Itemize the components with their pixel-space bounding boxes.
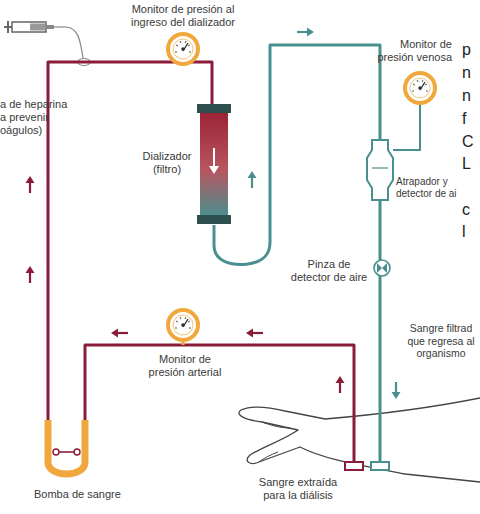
flow-arrow bbox=[26, 176, 35, 193]
arm-detail bbox=[259, 422, 290, 462]
blood-pump bbox=[48, 420, 85, 474]
part-label: Pinza de detector de aire bbox=[287, 258, 371, 284]
gauge-branch bbox=[393, 103, 420, 150]
part-label: Bomba de sangre bbox=[34, 488, 144, 501]
air-trap bbox=[367, 140, 393, 200]
text-fragment: l bbox=[462, 222, 478, 241]
flow-arrow bbox=[248, 171, 257, 188]
text-fragment: p bbox=[462, 40, 478, 59]
flow-arrow bbox=[297, 28, 314, 37]
inlet-pressure-gauge bbox=[168, 34, 198, 64]
part-label: Monitor de presión arterial bbox=[140, 353, 230, 379]
arm-outline bbox=[239, 398, 480, 482]
text-fragment: n bbox=[462, 86, 478, 105]
flow-arrow bbox=[336, 376, 345, 393]
text-fragment: c bbox=[462, 200, 478, 219]
flow-arrow bbox=[26, 266, 35, 283]
text-fragment: n bbox=[462, 63, 478, 82]
air-clamp bbox=[374, 260, 390, 276]
flow-arrow bbox=[392, 382, 401, 399]
text-fragment: L bbox=[462, 154, 478, 173]
text-fragment: C bbox=[462, 132, 478, 151]
gauge-stem bbox=[182, 60, 185, 345]
part-label: Monitor de presión venosa bbox=[368, 38, 452, 64]
part-label: Sangre filtrad que regresa al organismo bbox=[404, 322, 478, 360]
text-fragment: f bbox=[462, 109, 478, 128]
dialyzer bbox=[197, 104, 231, 224]
part-label: Sangre extraída para la diálisis bbox=[250, 476, 346, 502]
heparin-syringe bbox=[4, 21, 90, 66]
arterial-pressure-gauge bbox=[168, 310, 198, 340]
flow-arrow bbox=[246, 329, 263, 338]
venous-needle bbox=[371, 462, 389, 470]
arterial-needle bbox=[345, 462, 363, 470]
part-label: a de heparina a prevenir oágulos) bbox=[0, 98, 74, 138]
part-label: Monitor de presión al ingreso del dializ… bbox=[118, 3, 248, 29]
part-label: Dializador (filtro) bbox=[138, 150, 196, 176]
part-label: Atrapador y detector de ai bbox=[396, 176, 458, 200]
venous-line bbox=[214, 45, 380, 462]
venous-pressure-gauge bbox=[405, 73, 435, 103]
flow-arrow bbox=[111, 329, 128, 338]
